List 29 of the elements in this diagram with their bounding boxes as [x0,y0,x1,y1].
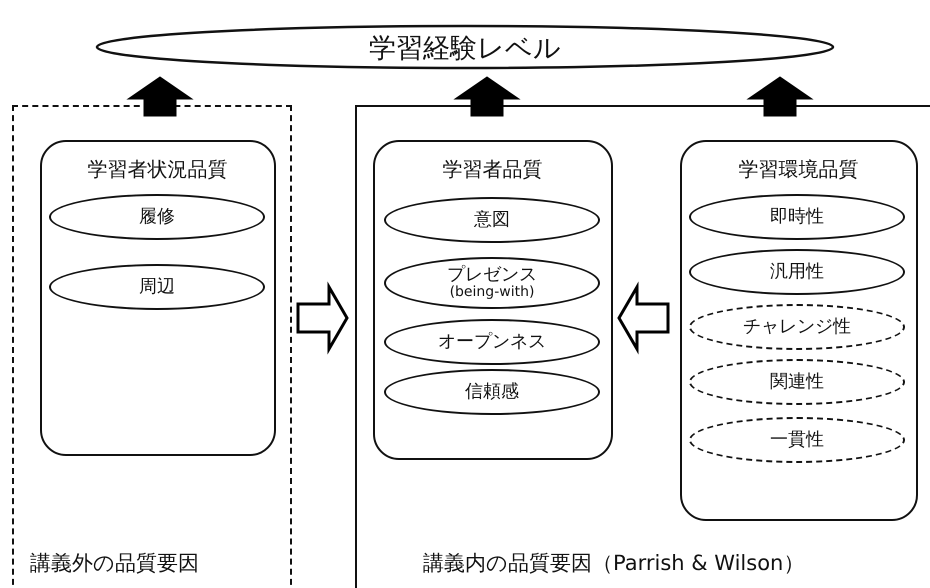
factor-frame [355,105,930,588]
item-label: プレゼンス [447,266,537,286]
factor-frame [12,105,292,588]
block-arrow [453,76,521,116]
block-arrow [296,281,349,355]
quality-panel [40,140,276,456]
block-arrow [746,76,814,116]
item-label: 履修 [139,208,175,226]
panel-heading: 学習者状況品質 [86,156,228,182]
item-label: 信頼感 [465,382,519,402]
level-ellipse [95,24,835,70]
item-label: オープンネス [438,332,546,352]
item-label: 周辺 [139,278,175,296]
item-label: 即時性 [770,208,824,226]
panel-heading: 学習環境品質 [738,156,860,182]
item-subtitle: (being-with) [450,285,534,300]
frame-label: 講義内の品質要因（Parrish & Wilson） [423,550,804,577]
quality-panel [680,140,918,520]
block-arrow [617,281,670,355]
panel-heading: 学習者品質 [442,156,544,182]
quality-panel [372,140,612,460]
item-label: 汎用性 [770,262,824,282]
item-label: 意図 [474,210,510,230]
item-label: 一貫性 [770,430,824,450]
item-label: 関連性 [770,372,824,392]
level-title: 学習経験レベル [368,32,562,66]
block-arrow [126,76,194,116]
item-label: チャレンジ性 [743,318,851,336]
frame-label: 講義外の品質要因 [30,550,199,577]
